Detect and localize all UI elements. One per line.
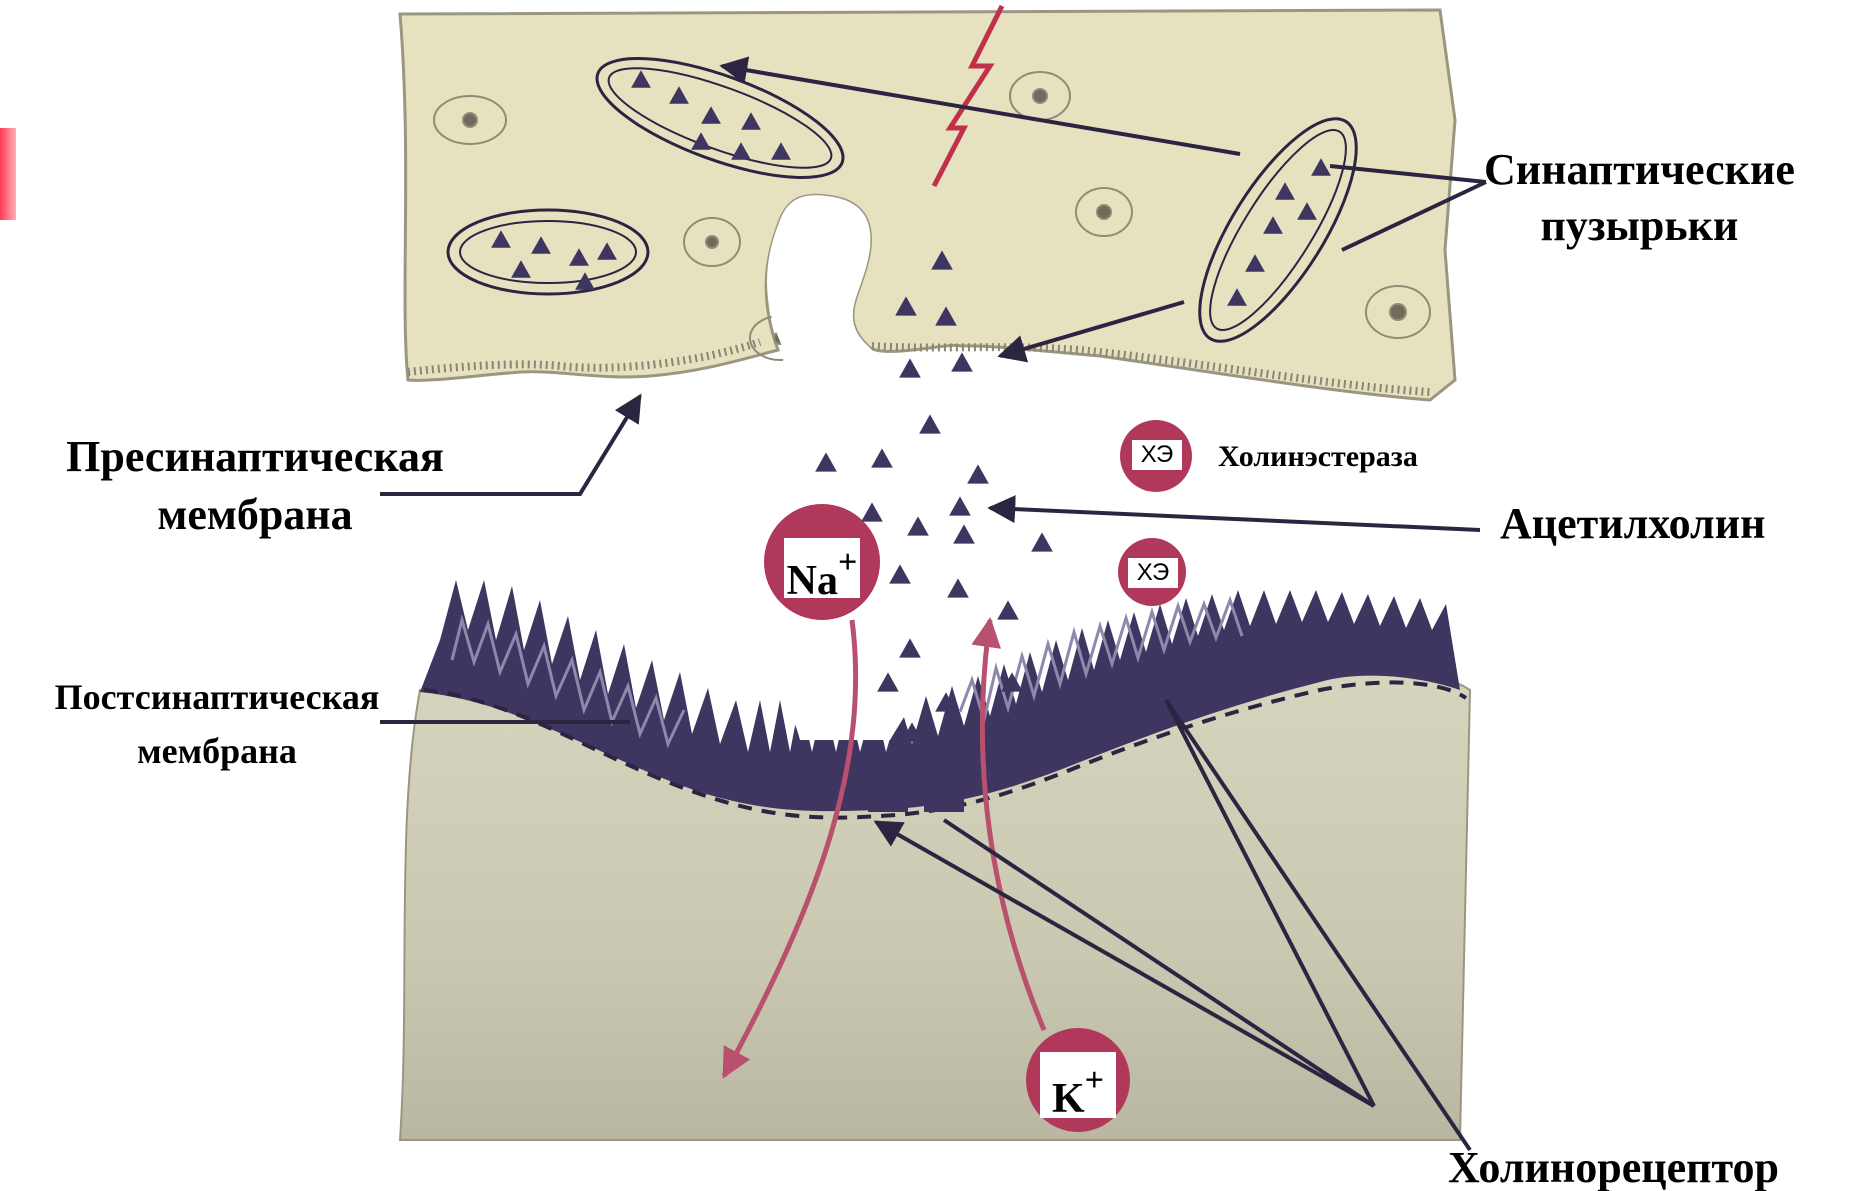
na-charge: + (838, 544, 857, 581)
cholinesterase-abbr-2: ХЭ (1128, 558, 1178, 588)
postsynaptic-membrane-label: Постсинаптическая мембрана (14, 670, 420, 778)
postsynaptic-line1: Постсинаптическая (14, 670, 420, 724)
synaptic-vesicles-line1: Синаптические (1484, 142, 1795, 198)
cholinesterase-label: Холинэстераза (1218, 442, 1418, 472)
presynaptic-line2: мембрана (40, 486, 470, 544)
acetylcholine-arrow (990, 508, 1480, 530)
synaptic-vesicles-label: Синаптические пузырьки (1484, 142, 1795, 254)
presynaptic-line1: Пресинаптическая (40, 428, 470, 486)
postsynaptic-line2: мембрана (14, 724, 420, 778)
na-ion-label: Na+ (784, 538, 860, 598)
acetylcholine-label: Ацетилхолин (1500, 502, 1765, 546)
k-charge: + (1085, 1062, 1104, 1099)
cholinoreceptor-label: Холинорецептор (1448, 1146, 1779, 1190)
accent-tab (0, 128, 16, 220)
presynaptic-membrane-label: Пресинаптическая мембрана (40, 428, 470, 544)
synaptic-vesicles-line2: пузырьки (1484, 198, 1795, 254)
synaptic-vesicle-2 (448, 210, 648, 294)
cholinesterase-abbr-1: ХЭ (1132, 440, 1182, 470)
na-symbol: Na (787, 558, 838, 604)
k-symbol: K (1052, 1076, 1085, 1122)
k-ion-label: K+ (1040, 1052, 1116, 1118)
